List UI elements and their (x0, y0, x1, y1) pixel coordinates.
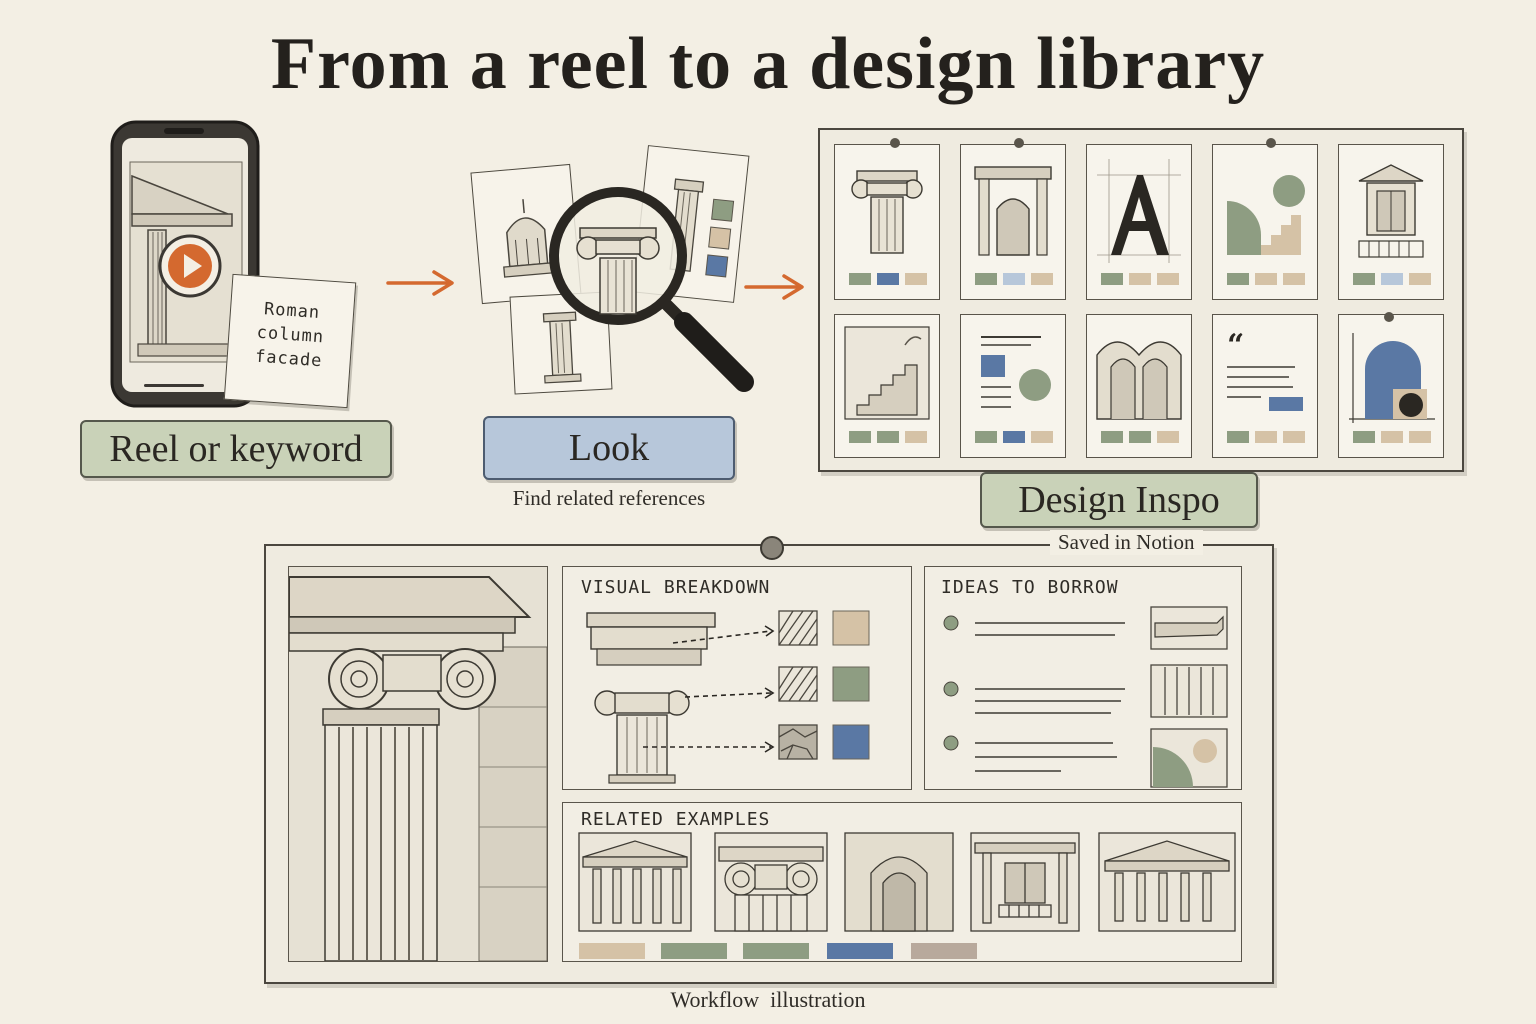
ideas-to-borrow-panel: IDEAS TO BORROW (924, 566, 1242, 790)
inspo-tile[interactable] (834, 144, 940, 300)
phone-illustration (108, 118, 268, 410)
reference-card (470, 163, 582, 305)
pin-icon (760, 536, 784, 560)
inspo-tile[interactable] (1338, 144, 1444, 300)
visual-breakdown-panel: VISUAL BREAKDOWN (562, 566, 912, 790)
inspo-tile[interactable] (1086, 144, 1192, 300)
inspo-tile[interactable]: “ (1212, 314, 1318, 458)
ideas-to-borrow-heading: IDEAS TO BORROW (941, 577, 1119, 598)
inspo-tile[interactable] (960, 314, 1066, 458)
workflow-caption: Workflow illustration (670, 987, 866, 1012)
inspo-tile[interactable] (1338, 314, 1444, 458)
look-caption: Find related references (512, 486, 706, 510)
design-inspo-board: “ (818, 128, 1464, 472)
arrow-icon (384, 268, 460, 298)
inspo-tile[interactable] (960, 144, 1066, 300)
inspo-tile[interactable] (1212, 144, 1318, 300)
pin-icon (1014, 138, 1024, 148)
related-examples-panel: RELATED EXAMPLES (562, 802, 1242, 962)
ideas-list (941, 606, 1233, 788)
reel-or-keyword-label: Reel or keyword (80, 420, 392, 478)
reference-card (509, 291, 613, 395)
related-examples-strip (578, 832, 1239, 959)
column-detail-image (288, 566, 548, 962)
pin-icon (1266, 138, 1276, 148)
inspo-tile[interactable] (834, 314, 940, 458)
keyword-note-card: Roman column facade (223, 273, 357, 409)
page-title: From a reel to a design library (270, 23, 1266, 105)
pin-icon (1384, 312, 1394, 322)
svg-text:“: “ (1227, 328, 1244, 363)
magnifier-icon (540, 178, 760, 398)
visual-breakdown-heading: VISUAL BREAKDOWN (581, 577, 771, 598)
pin-icon (890, 138, 900, 148)
look-label: Look (483, 416, 735, 480)
notion-detail-board: Saved in Notion (264, 530, 1274, 984)
design-inspo-label: Design Inspo (980, 472, 1258, 528)
arrow-icon (742, 272, 810, 302)
saved-in-notion-caption: Saved in Notion (1050, 530, 1203, 555)
breakdown-diagram (581, 607, 901, 787)
inspo-tile[interactable] (1086, 314, 1192, 458)
related-examples-heading: RELATED EXAMPLES (581, 809, 771, 830)
